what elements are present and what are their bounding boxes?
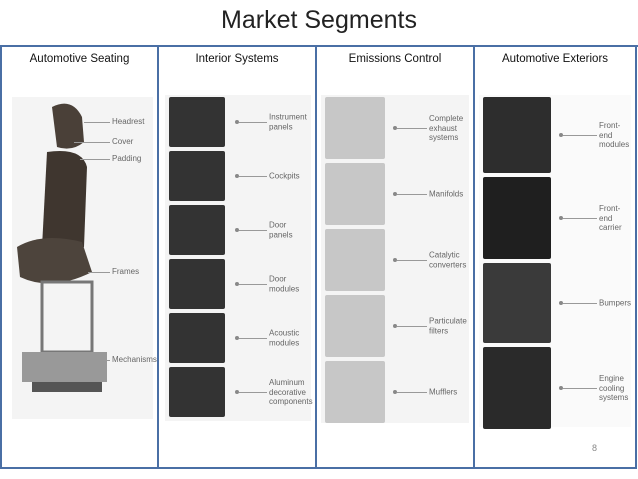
- segments-grid: Automotive Seating Headrest Cover Paddin…: [0, 45, 638, 470]
- item-label: Bumpers: [599, 298, 632, 308]
- muffler-image: [325, 361, 385, 423]
- item-label: Complete exhaust systems: [429, 113, 464, 142]
- list-item: Door modules: [165, 257, 311, 311]
- label-cover: Cover: [112, 137, 134, 146]
- exhaust-system-image: [325, 97, 385, 159]
- list-item: Aluminum decorative components: [165, 365, 313, 419]
- door-module-image: [169, 259, 225, 309]
- panel-automotive-exteriors: Automotive Exteriors Front-end modules F…: [475, 45, 637, 469]
- cooling-fan-image: [483, 347, 551, 429]
- item-label: Front-end carrier: [599, 203, 622, 232]
- grid-top-border: [0, 45, 638, 47]
- page-number: 8: [591, 443, 597, 453]
- panel-interior-systems: Interior Systems Instrument panels Cockp…: [159, 45, 317, 469]
- list-item: Mufflers: [321, 359, 469, 425]
- emissions-list: Complete exhaust systems Manifolds Catal…: [321, 95, 469, 423]
- list-item: Particulate filters: [321, 293, 469, 359]
- acoustic-module-image: [169, 313, 225, 363]
- car-seat-icon: [17, 103, 107, 392]
- catalytic-converter-image: [325, 229, 385, 291]
- list-item: Cockpits: [165, 149, 311, 203]
- item-label: Door modules: [269, 274, 300, 294]
- label-headrest: Headrest: [112, 117, 145, 126]
- panel-header: Automotive Exteriors: [501, 53, 609, 65]
- item-label: Instrument panels: [269, 112, 307, 132]
- panel-header: Interior Systems: [195, 53, 279, 65]
- item-label: Cockpits: [269, 171, 300, 181]
- item-label: Catalytic converters: [429, 250, 467, 270]
- item-label: Engine cooling systems: [599, 373, 629, 402]
- panel-header: Automotive Seating: [29, 53, 130, 65]
- list-item: Front-end carrier: [479, 175, 631, 261]
- list-item: Catalytic converters: [321, 227, 469, 293]
- list-item: Bumpers: [479, 261, 631, 345]
- list-item: Acoustic modules: [165, 311, 311, 365]
- interior-list: Instrument panels Cockpits Door panels D…: [165, 95, 313, 421]
- item-label: Particulate filters: [429, 316, 467, 336]
- instrument-panel-image: [169, 97, 225, 147]
- panel-header: Emissions Control: [348, 53, 442, 65]
- item-label: Front-end modules: [599, 120, 630, 149]
- panel-emissions-control: Emissions Control Complete exhaust syste…: [317, 45, 475, 469]
- item-label: Acoustic modules: [269, 328, 300, 348]
- label-frames: Frames: [112, 267, 140, 276]
- front-end-module-image: [483, 97, 551, 173]
- list-item: Instrument panels: [165, 95, 311, 149]
- label-mechanisms: Mechanisms: [112, 355, 157, 364]
- slide-title: Market Segments: [221, 6, 417, 34]
- list-item: Door panels: [165, 203, 311, 257]
- bumper-image: [483, 263, 551, 343]
- door-panel-image: [169, 205, 225, 255]
- item-label: Door panels: [269, 220, 293, 240]
- aluminum-trim-image: [169, 367, 225, 417]
- panel-automotive-seating: Automotive Seating Headrest Cover Paddin…: [0, 45, 159, 469]
- manifold-image: [325, 163, 385, 225]
- item-label: Mufflers: [429, 387, 458, 397]
- item-label: Manifolds: [429, 189, 464, 199]
- item-label: Aluminum decorative components: [269, 377, 313, 406]
- cockpit-image: [169, 151, 225, 201]
- list-item: Complete exhaust systems: [321, 95, 469, 161]
- list-item: Front-end modules: [479, 95, 631, 175]
- particulate-filter-image: [325, 295, 385, 357]
- list-item: Manifolds: [321, 161, 469, 227]
- front-end-carrier-image: [483, 177, 551, 259]
- list-item: Engine cooling systems: [479, 345, 631, 431]
- exteriors-list: Front-end modules Front-end carrier Bump…: [479, 95, 631, 429]
- label-padding: Padding: [112, 154, 142, 163]
- seat-illustration: Headrest Cover Padding Frames Mechanisms: [12, 97, 157, 419]
